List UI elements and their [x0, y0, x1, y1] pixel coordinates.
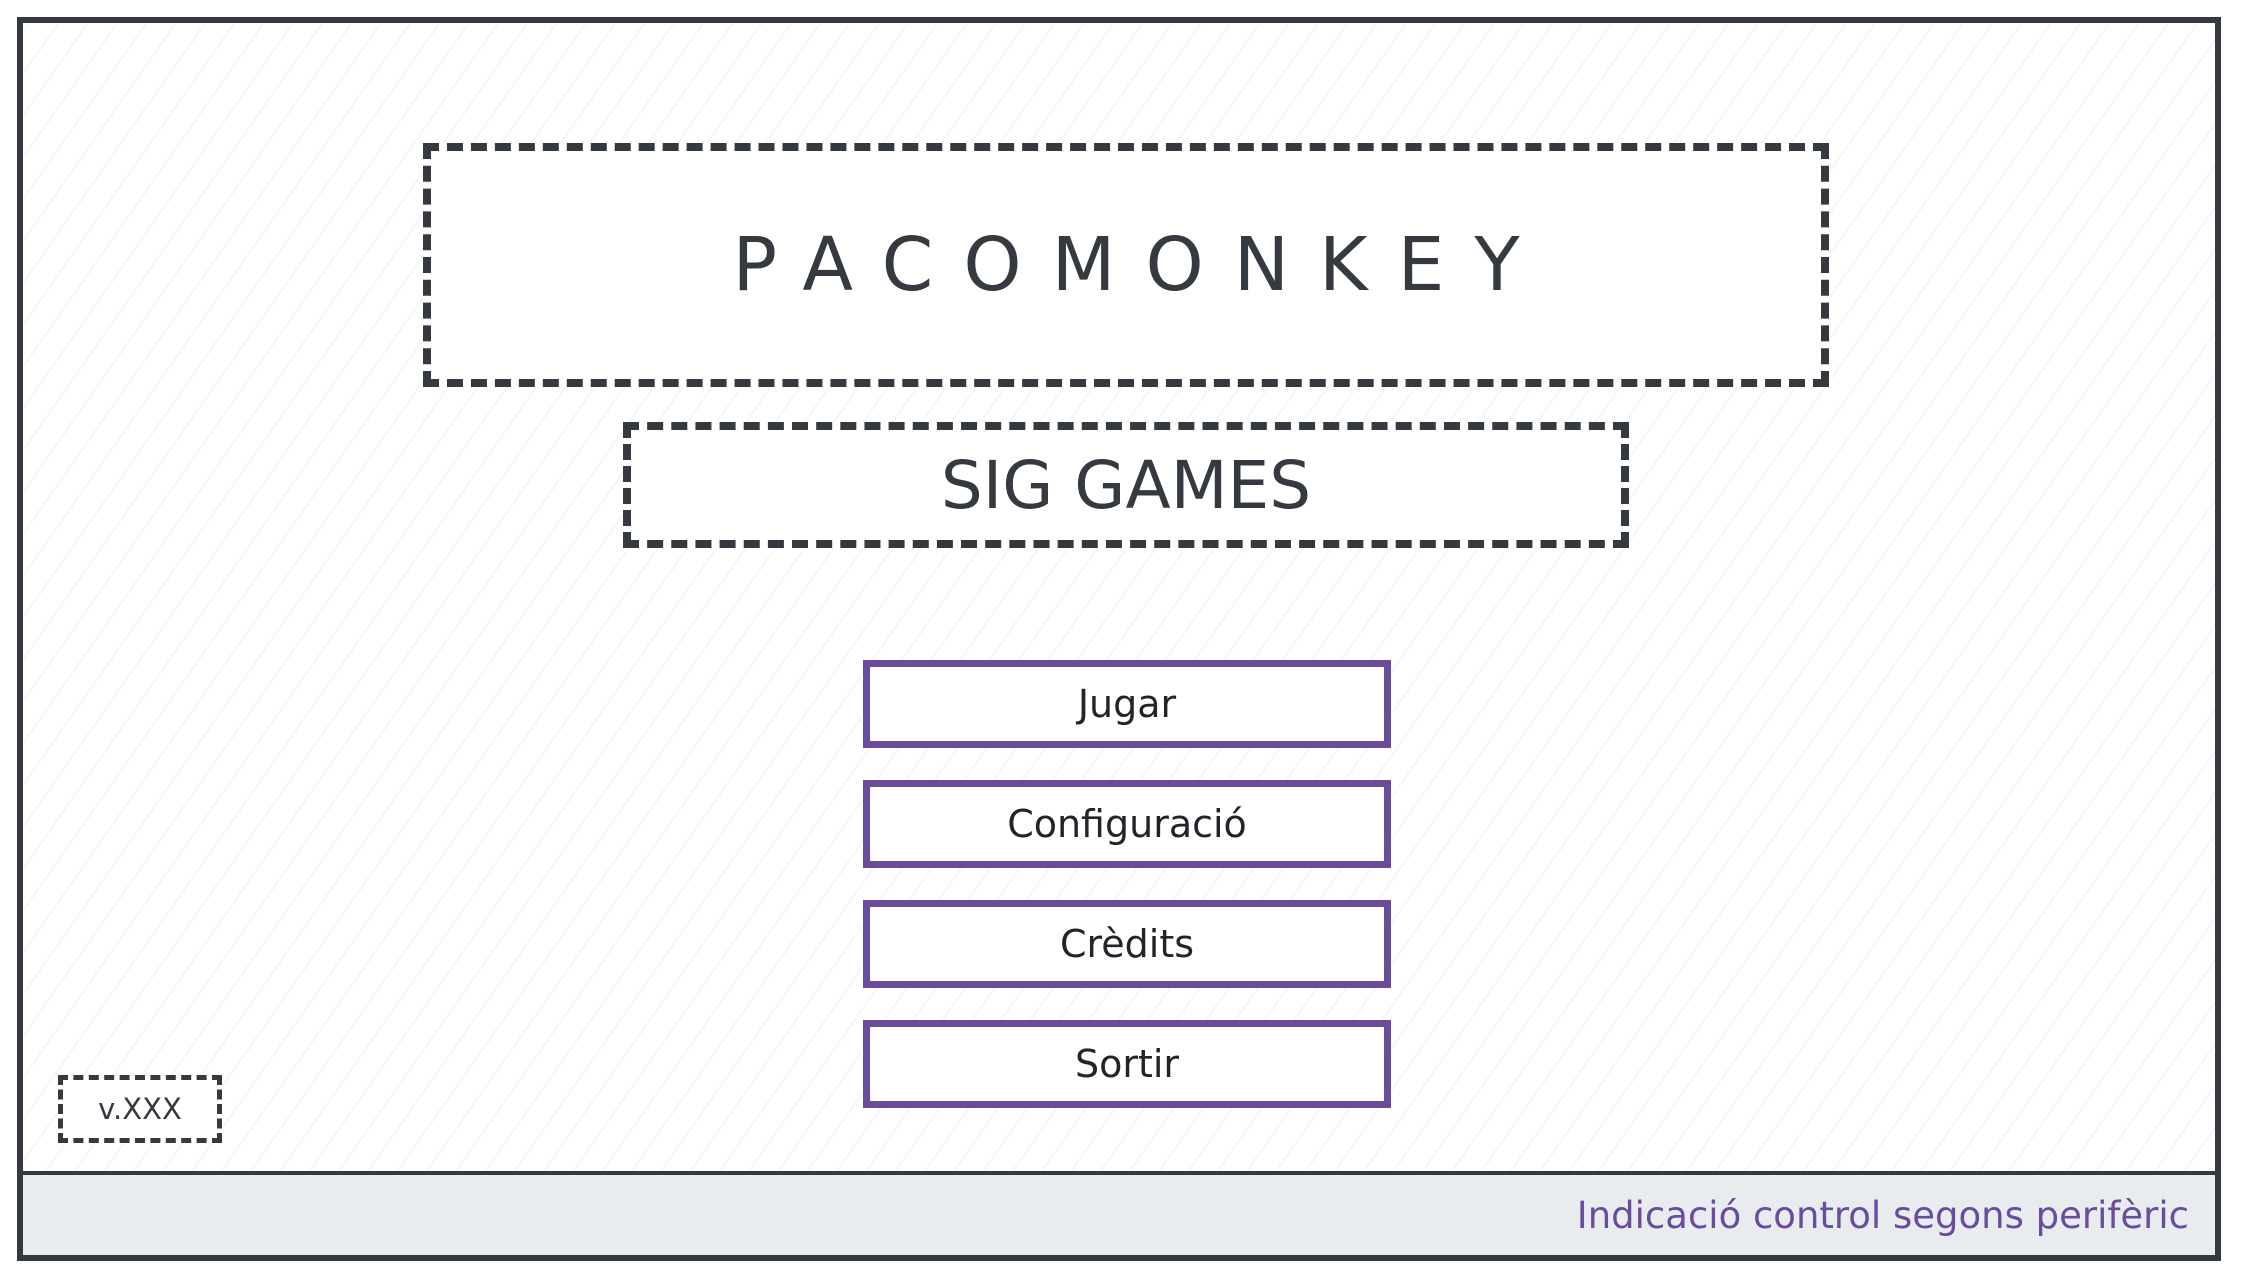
game-title: PACOMONKEY: [732, 222, 1550, 308]
screen-frame: PACOMONKEY SIG GAMES Jugar Configuració …: [17, 17, 2221, 1261]
footer-bar: Indicació control segons perifèric: [23, 1171, 2215, 1255]
game-title-box: PACOMONKEY: [423, 143, 1829, 387]
credits-button[interactable]: Crèdits: [863, 900, 1391, 988]
settings-button[interactable]: Configuració: [863, 780, 1391, 868]
studio-name: SIG GAMES: [940, 446, 1312, 524]
version-label: v.XXX: [58, 1075, 222, 1143]
control-hint: Indicació control segons perifèric: [1576, 1193, 2189, 1237]
exit-button[interactable]: Sortir: [863, 1020, 1391, 1108]
studio-name-box: SIG GAMES: [623, 422, 1629, 548]
play-button[interactable]: Jugar: [863, 660, 1391, 748]
